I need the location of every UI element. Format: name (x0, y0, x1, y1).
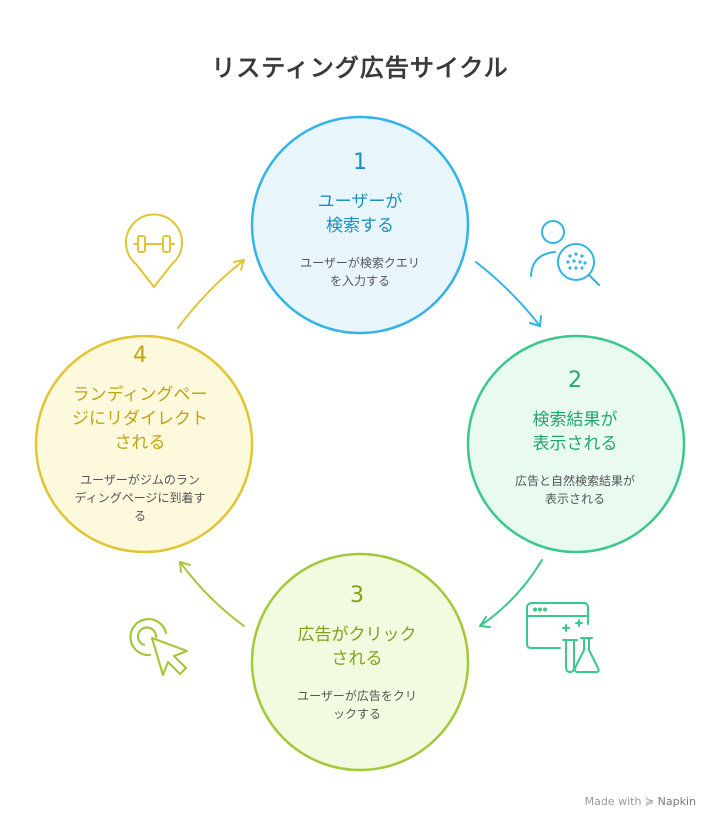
step-number: 3 (350, 583, 364, 608)
napkin-logo-icon: ≽ (644, 795, 655, 808)
step-4: 4 ランディングペー ジにリダイレクト される ユーザーがジムのラン ディングペ… (40, 343, 240, 525)
step-description: ユーザーが検索クエリ を入力する (300, 256, 420, 288)
arrow-4-to-1 (177, 259, 245, 329)
gym-location-pin-icon (125, 213, 183, 288)
step-heading: ランディングペー ジにリダイレクト される (72, 385, 208, 453)
user-search-icon (530, 220, 600, 286)
step-number: 2 (568, 368, 582, 393)
step-3-circle (250, 552, 470, 772)
page-title: リスティング広告サイクル (211, 54, 509, 82)
arrow-1-to-2 (475, 261, 542, 327)
step-2: 2 検索結果が 表示される 広告と自然検索結果が 表示される (480, 368, 670, 508)
made-with-label: Made with (584, 795, 642, 808)
step-description: ユーザーがジムのラン ディングページに到着す る (74, 473, 206, 523)
browser-lab-icon (526, 602, 600, 673)
step-2-circle (466, 334, 686, 554)
step-heading: 検索結果が 表示される (532, 410, 618, 454)
step-heading: 広告がクリック される (297, 625, 417, 669)
step-description: 広告と自然検索結果が 表示される (514, 474, 635, 506)
step-1-circle (250, 115, 470, 335)
step-4-circle (34, 334, 254, 554)
cursor-click-icon (129, 617, 189, 677)
brand-name: Napkin (657, 795, 696, 808)
step-number: 4 (133, 343, 147, 368)
made-with-footer: Made with ≽ Napkin (585, 795, 696, 808)
step-number: 1 (353, 150, 367, 175)
step-3: 3 広告がクリック される ユーザーが広告をクリ ックする (262, 583, 452, 723)
arrow-3-to-4 (179, 561, 245, 627)
step-1: 1 ユーザーが 検索する ユーザーが検索クエリ を入力する (270, 150, 450, 290)
step-description: ユーザーが広告をクリ ックする (297, 689, 417, 721)
step-heading: ユーザーが 検索する (317, 192, 403, 236)
arrow-2-to-3 (479, 559, 543, 628)
